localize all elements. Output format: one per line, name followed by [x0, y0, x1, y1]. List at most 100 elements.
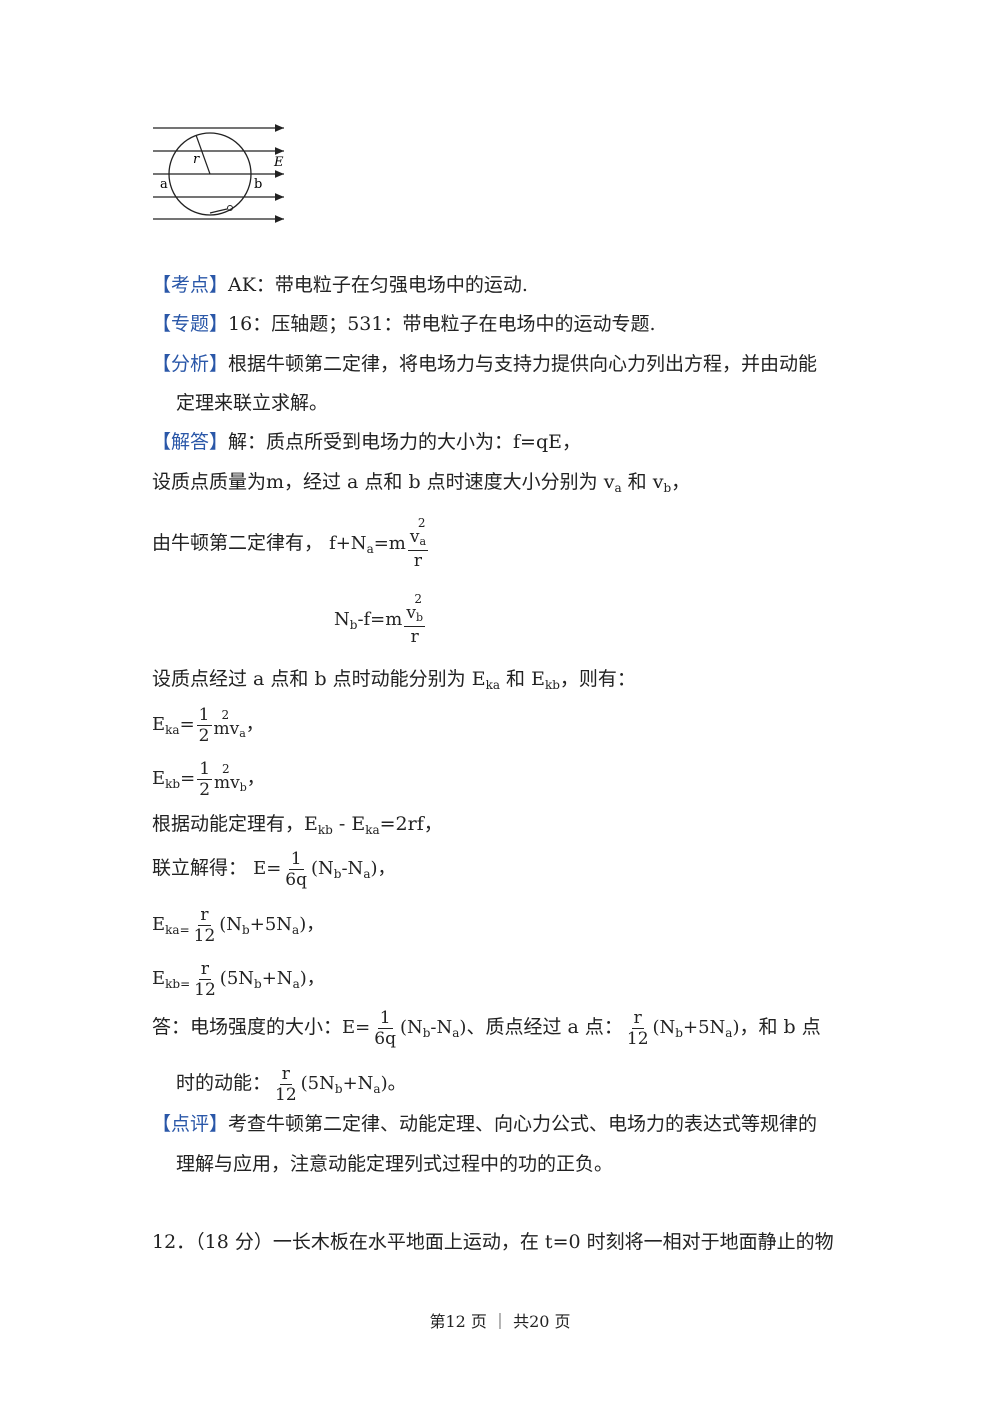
- jieda-tag: 【解答】: [152, 431, 229, 453]
- field-circle-figure: r E a b: [153, 124, 284, 223]
- eq4-sub: kb: [165, 777, 181, 791]
- eq3-den: 2: [198, 725, 210, 746]
- eq4-eq: =: [180, 768, 196, 789]
- ansE-den: 6q: [374, 1028, 396, 1049]
- mass-and: 和 v: [621, 471, 664, 493]
- ansEkb-num: r: [279, 1063, 292, 1085]
- ek-end: ，则有：: [559, 668, 636, 690]
- theorem-mid: - E: [332, 813, 366, 835]
- page-footer: 第12 页 ｜ 共20 页: [429, 1312, 571, 1331]
- eqEkb-close: )，: [299, 968, 325, 989]
- eqE-den: 6q: [285, 869, 307, 890]
- fenxi-text1: 根据牛顿第二定律，将电场力与支持力提供向心力列出方程，并由动能: [228, 353, 818, 375]
- kaodian-line: 【考点】AK：带电粒子在匀强电场中的运动.: [152, 272, 528, 298]
- fenxi-line2: 定理来联立求解。: [176, 392, 329, 414]
- answer-mid1: 、质点经过 a 点：: [466, 1016, 623, 1038]
- eq4-vsub: b: [239, 780, 247, 794]
- ansEka-num: r: [631, 1007, 644, 1029]
- ansEka-s1: b: [675, 1026, 683, 1040]
- dianping-line1: 【点评】考查牛顿第二定律、动能定理、向心力公式、电场力的表达式等规律的: [152, 1111, 817, 1137]
- eq3-sup: 2: [221, 707, 230, 722]
- zhuanti-tag: 【专题】: [152, 313, 229, 335]
- eq2-vsub: b: [415, 611, 423, 624]
- zhuanti-line: 【专题】16：压轴题；531：带电粒子在电场中的运动专题.: [152, 311, 656, 337]
- ansEka-den: 12: [626, 1028, 649, 1049]
- eqEka-lhs: E: [152, 914, 166, 935]
- fenxi-tag: 【分析】: [152, 353, 229, 375]
- eq1-lhs-sub: a: [366, 542, 374, 556]
- ansE-paren: (N: [399, 1017, 423, 1038]
- ansEka-plus: +5N: [682, 1017, 726, 1038]
- eqEkb-plus: +N: [261, 968, 293, 989]
- ansE-num: 1: [377, 1007, 393, 1029]
- answer-line2-pre: 时的动能：: [176, 1072, 272, 1094]
- ansE-lhs: E=: [342, 1017, 371, 1038]
- eqE-s2: a: [363, 867, 371, 881]
- eq3-mv: mv: [213, 718, 240, 739]
- ansE-close: ): [459, 1017, 467, 1038]
- eq2-den: r: [410, 627, 419, 647]
- theorem-sub2: ka: [365, 823, 380, 837]
- eq4-E: E: [152, 768, 166, 789]
- zhuanti-text: 16：压轴题；531：带电粒子在电场中的运动专题.: [228, 313, 656, 335]
- ansEkb-s2: a: [373, 1082, 381, 1096]
- ansE-s2: a: [452, 1026, 460, 1040]
- question-12: 12．（18 分）一长木板在水平地面上运动，在 t=0 时刻将一相对于地面静止的…: [152, 1231, 834, 1253]
- eqEka-close: )，: [299, 914, 325, 935]
- mass-text: 设质点质量为m，经过 a 点和 b 点时速度大小分别为 v: [152, 471, 615, 493]
- answer-line2-end: 。: [387, 1072, 407, 1094]
- eq4-mv: mv: [214, 772, 240, 793]
- newton-text: 由牛顿第二定律有，: [152, 532, 324, 554]
- eq1-v: v: [409, 527, 420, 547]
- ek-and: 和 E: [500, 668, 545, 690]
- eqEka-den: 12: [193, 925, 216, 946]
- ek-line: 设质点经过 a 点和 b 点时动能分别为 Eka 和 Ekb，则有：: [152, 666, 636, 698]
- eq1-den: r: [413, 551, 423, 571]
- eq1-eq: =m: [373, 533, 406, 554]
- eqEka-sub: ka=: [165, 923, 190, 937]
- theorem-end: =2rf，: [379, 813, 443, 835]
- eq4-end: ，: [246, 768, 265, 789]
- sub-a: a: [614, 481, 622, 495]
- eqEkb-s1: b: [254, 977, 262, 991]
- eqEkb-s2: a: [292, 977, 300, 991]
- theorem-line: 根据动能定理有，Ekb - Eka=2rf，: [152, 811, 443, 843]
- eqE-minus: -N: [341, 858, 364, 879]
- point-b-label: b: [254, 177, 262, 192]
- eqE-s1: b: [333, 867, 342, 881]
- eq3-vsub: a: [239, 726, 246, 740]
- eq2-lhs-sub: b: [349, 618, 358, 632]
- kaodian-text: AK：带电粒子在匀强电场中的运动.: [228, 274, 528, 296]
- eq3-end: ，: [245, 714, 264, 735]
- eqEkb-num: r: [198, 958, 212, 980]
- kaodian-tag: 【考点】: [152, 274, 229, 296]
- eq3-num: 1: [196, 704, 212, 726]
- eq2-sup: 2: [414, 592, 422, 606]
- eqEkb-paren: (5N: [219, 968, 255, 989]
- ek-text: 设质点经过 a 点和 b 点时动能分别为 E: [152, 668, 486, 690]
- jieda-line: 【解答】解：质点所受到电场力的大小为：f=qE，: [152, 429, 581, 455]
- eq4-den: 2: [199, 779, 211, 800]
- ansEkb-paren: (5N: [300, 1073, 335, 1094]
- jieda-text: 解：质点所受到电场力的大小为：f=qE，: [228, 431, 582, 453]
- answer-mid2: ，和 b 点: [739, 1016, 821, 1038]
- eq1-vsub: a: [419, 535, 427, 548]
